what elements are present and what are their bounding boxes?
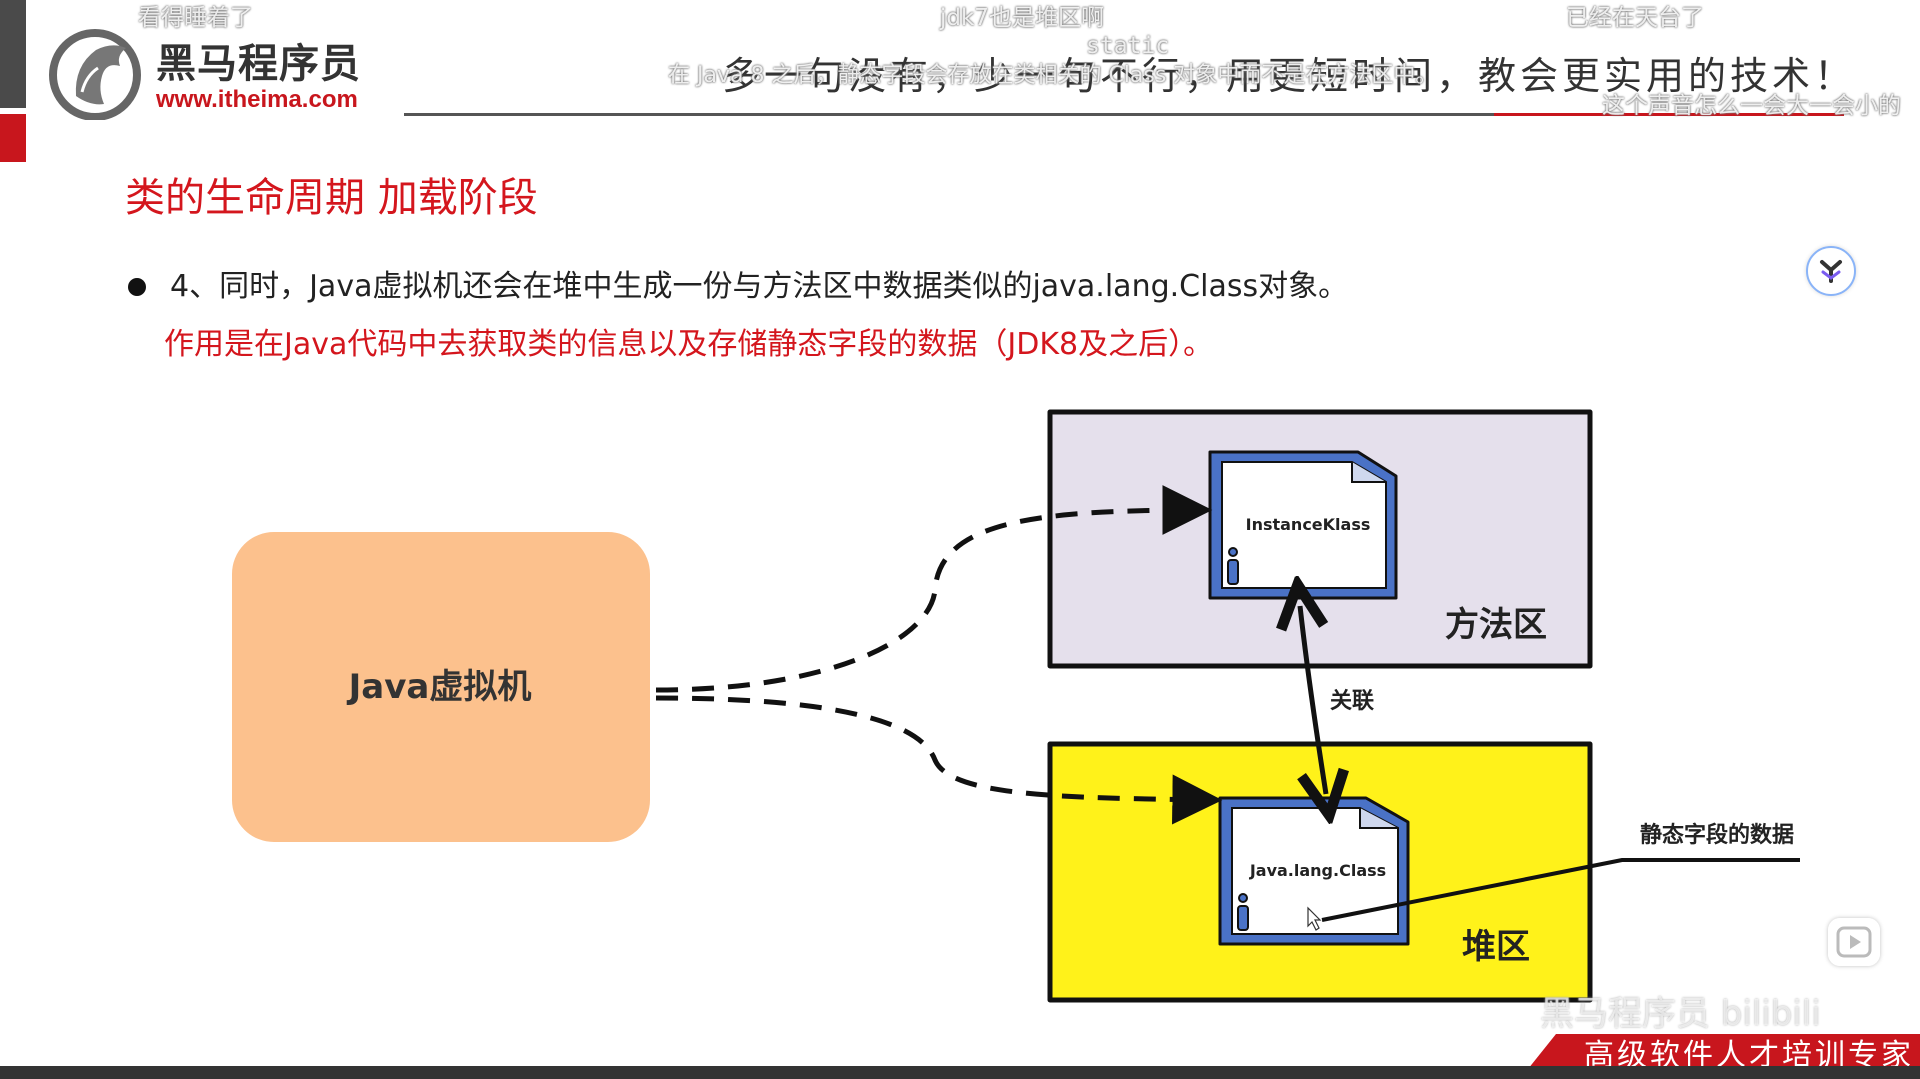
danmaku-comment: 看得睡着了: [138, 5, 253, 31]
jvm-to-method-arrow: [655, 485, 1213, 693]
bullet-subtext: 作用是在Java代码中去获取类的信息以及存储静态字段的数据（JDK8及之后）。: [164, 327, 1214, 362]
logo-horse-icon: [49, 29, 141, 120]
play-icon[interactable]: [1828, 918, 1880, 966]
header-divider: [404, 113, 1844, 116]
heap-area-label: 堆区: [1462, 927, 1530, 967]
header-divider-accent: [1494, 113, 1844, 116]
danmaku-comment: static: [1086, 33, 1170, 59]
logo-name: 黑马程序员: [156, 41, 361, 87]
cursor-icon: [1307, 906, 1322, 931]
class-object-label: Java.lang.Class: [1249, 861, 1386, 880]
slide-title: 类的生命周期 加载阶段: [125, 175, 538, 221]
logo-url: www.itheima.com: [156, 86, 358, 113]
document-icon: [1227, 547, 1239, 585]
video-watermark: 黑马程序员 bilibili: [1540, 994, 1821, 1034]
jvm-label: Java虚拟机: [347, 667, 532, 707]
class-object-document: Java.lang.Class: [1218, 796, 1410, 946]
danmaku-comment: 在 Java 8 之后，静态字段会存放在类相关的 Class 对象中而不是在方法…: [668, 63, 1438, 88]
bullet-text: 4、同时，Java虚拟机还会在堆中生成一份与方法区中数据类似的java.lang…: [170, 269, 1349, 304]
header-slogan: 多一句没有，少一句不行，用更短时间，教会更实用的技术！: [722, 54, 1857, 98]
danmaku-comment: jdk7也是堆区啊: [940, 5, 1104, 31]
danmaku-comment: 这个声音怎么一会大一会小的: [1602, 93, 1901, 119]
static-data-pointer: [1321, 858, 1800, 922]
left-edge-bar: [0, 0, 26, 108]
instance-klass-document: InstanceKlass: [1208, 450, 1398, 600]
danmaku-comment: 已经在天台了: [1566, 5, 1704, 31]
jvm-to-heap-arrow: [655, 695, 1223, 825]
jvm-box: Java虚拟机: [226, 526, 656, 848]
assistant-icon[interactable]: [1806, 246, 1856, 296]
static-data-label: 静态字段的数据: [1640, 822, 1794, 848]
bullet-dot: [128, 278, 146, 296]
instance-klass-label: InstanceKlass: [1246, 515, 1371, 534]
left-edge-accent: [0, 114, 26, 162]
association-arrow: [1300, 606, 1326, 794]
document-icon: [1237, 893, 1249, 931]
method-area-label: 方法区: [1445, 605, 1547, 645]
association-label: 关联: [1330, 689, 1374, 714]
footer-bar: [0, 1066, 1920, 1079]
